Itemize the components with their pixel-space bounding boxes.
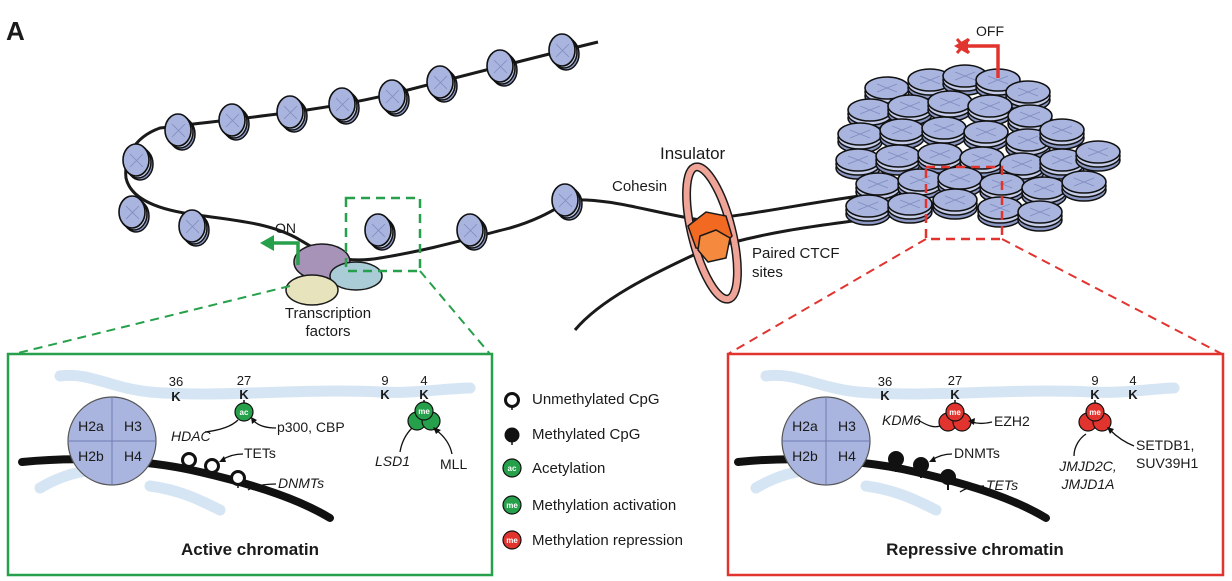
active-h2b: H2b [78, 448, 104, 464]
active-acetylation-marker [234, 400, 254, 422]
active-k4-number: 4 [420, 373, 427, 388]
repressive-h2a: H2a [792, 418, 818, 434]
repressive-setdb1-label-line1: SETDB1, [1136, 437, 1194, 453]
active-me-glyph: me [418, 407, 430, 416]
repressive-tets-inhibit-line [959, 485, 985, 493]
repressive-histone-octamer [781, 396, 871, 486]
legend-unmethylated-cpg-icon [504, 392, 520, 410]
off-arrow [954, 38, 1000, 78]
repressive-dnmts-label: DNMTs [954, 445, 1000, 461]
active-k9-k: K [380, 387, 390, 402]
active-unmethylated-cpg-group [181, 452, 246, 488]
active-k27-k: K [239, 387, 249, 402]
active-k27-number: 27 [237, 373, 251, 388]
active-lsd1-inhibit-line [399, 427, 413, 453]
active-zoom-line-right [419, 270, 491, 355]
repressive-h2b: H2b [792, 448, 818, 464]
ctcf-protein [687, 211, 733, 263]
active-k9-number: 9 [381, 373, 388, 388]
legend-me-glyph-green: me [506, 501, 518, 510]
legend: Unmethylated CpG Methylated CpG ac Acety… [502, 391, 683, 550]
active-zoom-box [344, 196, 422, 273]
repressive-h4: H4 [838, 448, 856, 464]
repressive-k4-k: K [1128, 387, 1138, 402]
active-ac-glyph: ac [240, 408, 249, 417]
legend-methylated-cpg-icon [504, 427, 520, 445]
repressive-k27-k: K [950, 387, 960, 402]
active-zoom-line-left [13, 285, 291, 355]
transcription-factors [285, 243, 383, 306]
repressive-kdm6-label: KDM6 [882, 412, 921, 428]
active-mll-label: MLL [440, 456, 467, 472]
repressive-methylated-cpg-group [888, 451, 956, 490]
active-k36-number: 36 [169, 374, 183, 389]
legend-item-acetylation: Acetylation [532, 460, 605, 477]
repressive-zoom-line-left [727, 238, 927, 355]
repressive-k4-number: 4 [1129, 373, 1136, 388]
tf-label-line1: Transcription [285, 305, 371, 322]
active-h3: H3 [124, 418, 142, 434]
repressive-jmjd-label-line2: JMJD1A [1061, 476, 1115, 492]
on-label: ON [275, 220, 296, 236]
repressive-zoom-line-right [1001, 238, 1223, 355]
legend-methylation-repression-icon [502, 530, 522, 550]
ctcf-label-line2: sites [752, 264, 783, 281]
legend-item-methylation-repression: Methylation repression [532, 532, 683, 549]
active-k36-k: K [171, 389, 181, 404]
repressive-k9-k: K [1090, 387, 1100, 402]
repressive-jmjd-inhibit-line [1073, 433, 1087, 457]
legend-item-methylation-activation: Methylation activation [532, 497, 676, 514]
repressive-k36-k: K [880, 388, 890, 403]
repressive-kdm6-inhibit-line [917, 419, 941, 428]
repressive-k36-number: 36 [878, 374, 892, 389]
repressive-tets-label: TETs [986, 477, 1018, 493]
chromatin-fiber [118, 33, 901, 331]
heterochromatin-cluster [835, 64, 1121, 232]
active-hdac-label: HDAC [171, 428, 212, 444]
active-methylation-cluster [407, 400, 441, 431]
on-arrow [260, 235, 300, 265]
repressive-k9-methylation-cluster [1078, 400, 1112, 432]
panel-letter: A [6, 16, 25, 46]
active-chromatin-title: Active chromatin [181, 540, 319, 559]
repressive-setdb1-label-line2: SUV39H1 [1136, 455, 1198, 471]
active-k4-k: K [419, 387, 429, 402]
ctcf-label-line1: Paired CTCF [752, 245, 840, 262]
active-hdac-inhibit-line [204, 419, 239, 433]
repressive-ezh2-label: EZH2 [994, 413, 1030, 429]
off-label: OFF [976, 23, 1004, 39]
repressive-jmjd-label-line1: JMJD2C, [1058, 458, 1117, 474]
repressive-h3: H3 [838, 418, 856, 434]
legend-acetylation-icon [502, 458, 522, 478]
legend-me-glyph-red: me [506, 536, 518, 545]
active-dnmts-label: DNMTs [278, 475, 324, 491]
active-dnmts-inhibit-line [247, 483, 277, 491]
repressive-k9-number: 9 [1091, 373, 1098, 388]
legend-methylation-activation-icon [502, 495, 522, 515]
active-tets-label: TETs [244, 445, 276, 461]
legend-item-methylated-cpg: Methylated CpG [532, 426, 640, 443]
repressive-zoom-box [924, 165, 1004, 241]
repressive-k9-me-glyph: me [1089, 408, 1101, 417]
active-histone-octamer [67, 396, 157, 486]
active-h4: H4 [124, 448, 142, 464]
repressive-k27-number: 27 [948, 373, 962, 388]
active-p300-label: p300, CBP [277, 419, 345, 435]
active-h2a: H2a [78, 418, 104, 434]
active-lsd1-label: LSD1 [375, 453, 410, 469]
legend-item-unmethylated-cpg: Unmethylated CpG [532, 391, 660, 408]
repressive-k27-me-glyph: me [949, 408, 961, 417]
insulator-label: Insulator [660, 144, 726, 163]
cohesin-label: Cohesin [612, 178, 667, 195]
repressive-chromatin-title: Repressive chromatin [886, 540, 1064, 559]
legend-ac-glyph: ac [508, 464, 517, 473]
repressive-k27-methylation-cluster [938, 400, 972, 432]
tf-label-line2: factors [305, 323, 350, 340]
